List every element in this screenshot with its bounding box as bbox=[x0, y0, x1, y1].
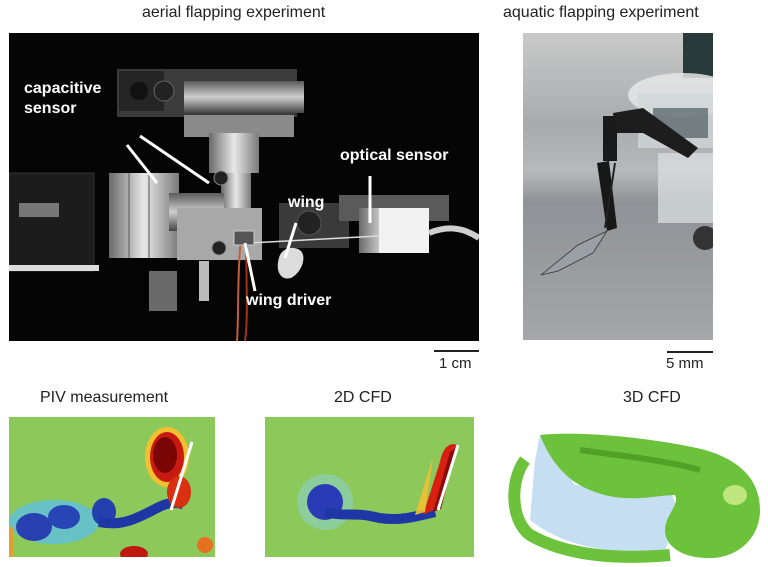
aerial-scale-bar bbox=[434, 350, 479, 352]
piv-vorticity-field bbox=[9, 417, 215, 557]
aquatic-scale-bar bbox=[667, 351, 713, 353]
aerial-apparatus-illustration bbox=[9, 69, 479, 341]
label-capacitive-sensor: capacitive sensor bbox=[24, 80, 102, 117]
aquatic-title: aquatic flapping experiment bbox=[503, 4, 699, 21]
aerial-title: aerial flapping experiment bbox=[142, 4, 326, 21]
aerial-scale-label: 1 cm bbox=[439, 355, 472, 372]
aquatic-scale-label: 5 mm bbox=[666, 355, 704, 372]
label-wing-driver: wing driver bbox=[246, 292, 332, 309]
cfd3d-isosurface bbox=[505, 420, 763, 565]
piv-vortex-plot bbox=[9, 427, 213, 557]
aerial-photo: capacitive sensor optical sensor wing wi… bbox=[9, 33, 479, 341]
aquatic-photo bbox=[523, 33, 713, 340]
aquatic-apparatus-illustration bbox=[540, 33, 713, 276]
label-optical-sensor: optical sensor bbox=[340, 147, 449, 164]
label-wing: wing bbox=[288, 194, 325, 211]
cfd2d-title: 2D CFD bbox=[334, 389, 392, 406]
cfd3d-title: 3D CFD bbox=[623, 389, 681, 406]
piv-title: PIV measurement bbox=[40, 389, 169, 406]
cfd2d-vorticity-field bbox=[265, 417, 474, 557]
cfd3d-vortex-plot bbox=[508, 433, 760, 563]
cfd2d-vortex-plot bbox=[297, 444, 460, 530]
